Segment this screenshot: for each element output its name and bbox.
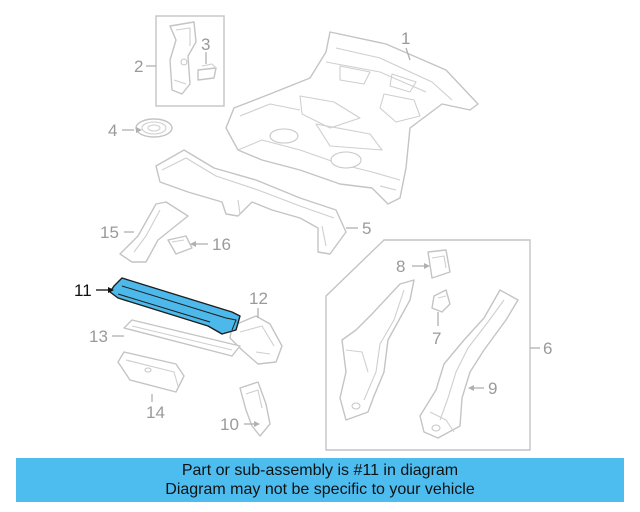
part-16-clip[interactable] [167,235,193,255]
part-10-bracket[interactable] [239,381,271,437]
leader-line-11 [96,287,114,293]
part-14-bracket[interactable] [117,351,185,393]
callout-15: 15 [100,223,119,242]
part-3-small-bracket[interactable] [197,63,217,81]
part-7-clip[interactable] [431,289,451,313]
callout-10: 10 [220,415,239,434]
callout-16: 16 [212,235,231,254]
part-1-rear-floor-pan[interactable] [225,31,479,205]
callout-11: 11 [74,281,92,300]
callout-7: 7 [432,329,441,348]
callout-8: 8 [396,257,405,276]
callout-4: 4 [108,121,117,140]
info-banner: Part or sub-assembly is #11 in diagram D… [16,458,624,502]
part-5-crossmember[interactable] [155,149,347,255]
callout-2: 2 [134,57,143,76]
part-4-plug[interactable] [135,118,173,138]
callout-14: 14 [146,403,165,422]
part-13-reinforcement[interactable] [123,319,241,357]
banner-line-2: Diagram may not be specific to your vehi… [165,481,475,498]
callout-9: 9 [488,379,497,398]
part-11-floor-rail-highlighted[interactable] [109,277,241,335]
banner-line-1: Part or sub-assembly is #11 in diagram [181,462,459,479]
part-15-rail[interactable] [119,201,189,263]
part-12-rail-extension[interactable] [229,315,283,365]
parts-diagram: 1 2 3 4 5 6 7 8 9 10 11 12 13 14 15 16 [74,15,552,451]
callout-5: 5 [362,219,371,238]
leader-lines [112,47,540,427]
part-6-quarter-panel-group[interactable] [325,239,531,451]
callout-6: 6 [543,339,552,358]
callout-12: 12 [249,289,268,308]
callout-13: 13 [89,327,108,346]
part-2-bracket[interactable] [155,15,225,107]
callout-1: 1 [401,29,410,48]
part-8-bracket[interactable] [427,249,451,279]
callout-3: 3 [201,35,210,54]
